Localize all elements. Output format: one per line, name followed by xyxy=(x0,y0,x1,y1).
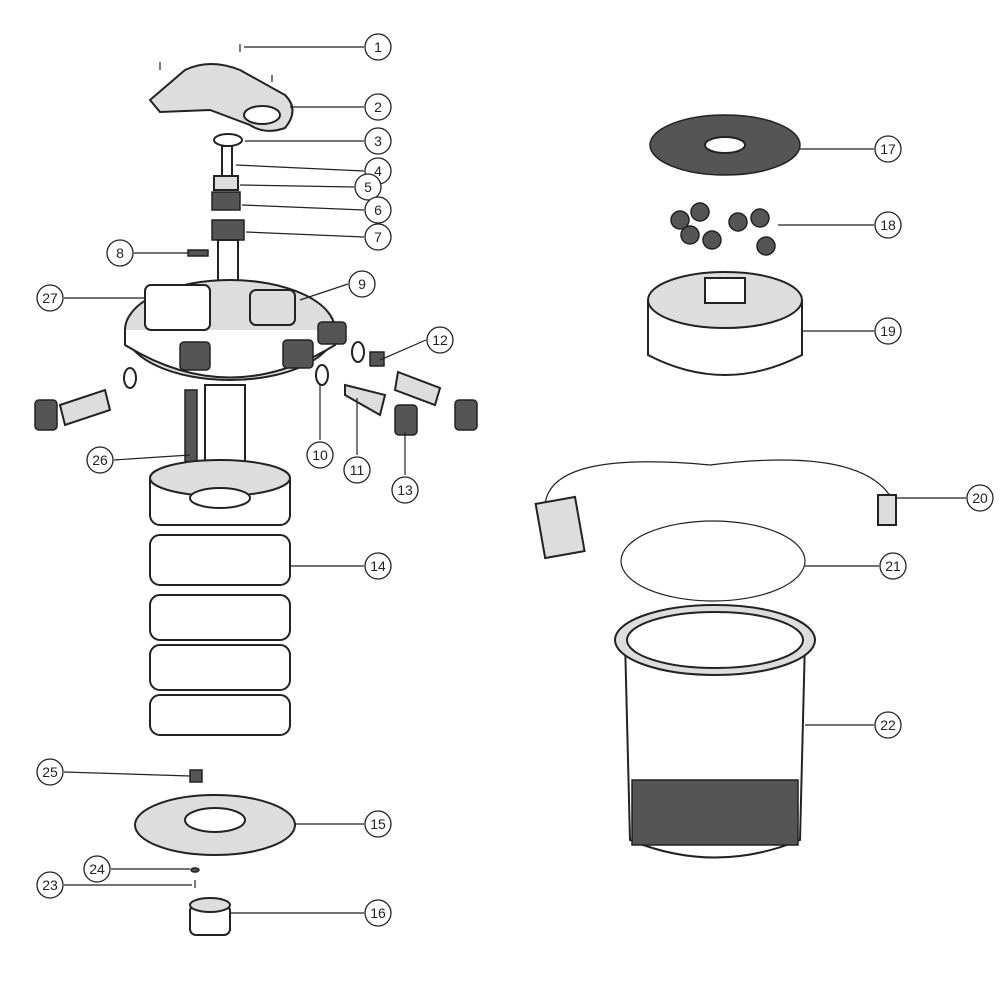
callout-number: 9 xyxy=(358,276,366,292)
callout-number: 17 xyxy=(880,141,896,157)
callout-7: 7 xyxy=(364,223,392,251)
clip-part xyxy=(187,249,209,257)
callout-number: 7 xyxy=(374,229,382,245)
callout-2: 2 xyxy=(364,93,392,121)
callout-27: 27 xyxy=(36,284,64,312)
callout-number: 26 xyxy=(92,452,108,468)
callout-26: 26 xyxy=(86,446,114,474)
media-basket-part xyxy=(647,271,803,376)
callout-5: 5 xyxy=(354,173,382,201)
callout-21: 21 xyxy=(879,552,907,580)
callout-10: 10 xyxy=(306,441,334,469)
callout-number: 3 xyxy=(374,133,382,149)
callout-number: 16 xyxy=(370,905,386,921)
callout-number: 13 xyxy=(397,482,413,498)
callout-number: 22 xyxy=(880,717,896,733)
callout-25: 25 xyxy=(36,758,64,786)
callout-1: 1 xyxy=(364,33,392,61)
filter-sponge-stack-part xyxy=(149,459,291,736)
callout-number: 1 xyxy=(374,39,382,55)
callout-22: 22 xyxy=(874,711,902,739)
callout-number: 11 xyxy=(350,462,365,478)
callout-number: 20 xyxy=(972,490,988,506)
callout-number: 25 xyxy=(42,764,58,780)
callout-number: 19 xyxy=(880,323,896,339)
callout-number: 18 xyxy=(880,217,896,233)
callout-23: 23 xyxy=(36,871,64,899)
callout-number: 6 xyxy=(374,202,382,218)
callout-13: 13 xyxy=(391,476,419,504)
callout-number: 27 xyxy=(42,290,58,306)
callout-number: 10 xyxy=(312,447,328,463)
shaft-parts xyxy=(211,145,245,291)
callout-number: 5 xyxy=(364,179,372,195)
callout-number: 14 xyxy=(370,558,386,574)
callout-17: 17 xyxy=(874,135,902,163)
callout-number: 23 xyxy=(42,877,58,893)
callout-15: 15 xyxy=(364,810,392,838)
grid-cover-part xyxy=(649,114,801,176)
o-ring-part xyxy=(213,133,243,147)
clamp-ring-part xyxy=(534,459,897,560)
bio-balls-part xyxy=(670,202,776,256)
callout-18: 18 xyxy=(874,211,902,239)
drain-knob-part xyxy=(189,897,231,936)
top-cover-part xyxy=(148,62,294,132)
callout-20: 20 xyxy=(966,484,994,512)
lid-housing-part xyxy=(124,279,347,381)
callout-number: 2 xyxy=(374,99,382,115)
washer-part xyxy=(190,867,200,873)
callout-8: 8 xyxy=(106,239,134,267)
base-plate-part xyxy=(134,794,296,856)
callout-16: 16 xyxy=(364,899,392,927)
callout-9: 9 xyxy=(348,270,376,298)
callout-12: 12 xyxy=(426,326,454,354)
plug-part xyxy=(189,769,203,783)
leader-lines xyxy=(63,46,966,914)
callout-11: 11 xyxy=(343,456,371,484)
callout-number: 15 xyxy=(370,816,386,832)
seal-ring-part xyxy=(620,520,806,602)
callout-19: 19 xyxy=(874,317,902,345)
callout-number: 12 xyxy=(432,332,448,348)
callout-number: 24 xyxy=(89,861,105,877)
callout-24: 24 xyxy=(83,855,111,883)
hose-connectors-part xyxy=(34,341,478,436)
callout-3: 3 xyxy=(364,127,392,155)
callout-14: 14 xyxy=(364,552,392,580)
callout-6: 6 xyxy=(364,196,392,224)
callout-number: 8 xyxy=(116,245,124,261)
callout-number: 4 xyxy=(374,163,382,179)
callout-number: 21 xyxy=(885,558,901,574)
housing-body-part xyxy=(614,604,816,859)
